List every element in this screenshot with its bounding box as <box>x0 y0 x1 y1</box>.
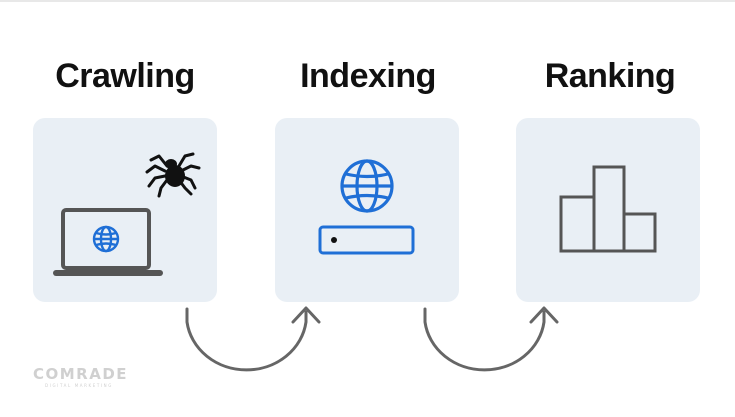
comrade-logo: COMRADE DIGITAL MARKETING <box>33 365 143 389</box>
step-card-ranking <box>516 118 700 302</box>
bar-chart-icon <box>559 165 657 253</box>
logo-tagline: DIGITAL MARKETING <box>45 383 113 388</box>
spider-laptop-icon <box>53 152 201 276</box>
logo-name: COMRADE <box>33 365 129 383</box>
step-title-indexing: Indexing <box>300 57 436 95</box>
globe-server-icon <box>318 159 415 255</box>
server-icon <box>318 225 415 255</box>
step-card-crawling <box>33 118 217 302</box>
step-title-ranking: Ranking <box>544 57 676 95</box>
globe-icon <box>340 159 394 213</box>
step-title-crawling: Crawling <box>55 57 195 95</box>
step-card-indexing <box>275 118 459 302</box>
arrow-indexing-to-ranking <box>423 306 559 372</box>
arrow-crawling-to-indexing <box>185 306 321 372</box>
top-divider <box>0 0 735 2</box>
spider-icon <box>145 152 201 198</box>
laptop-icon <box>53 208 163 276</box>
globe-icon <box>92 225 120 253</box>
